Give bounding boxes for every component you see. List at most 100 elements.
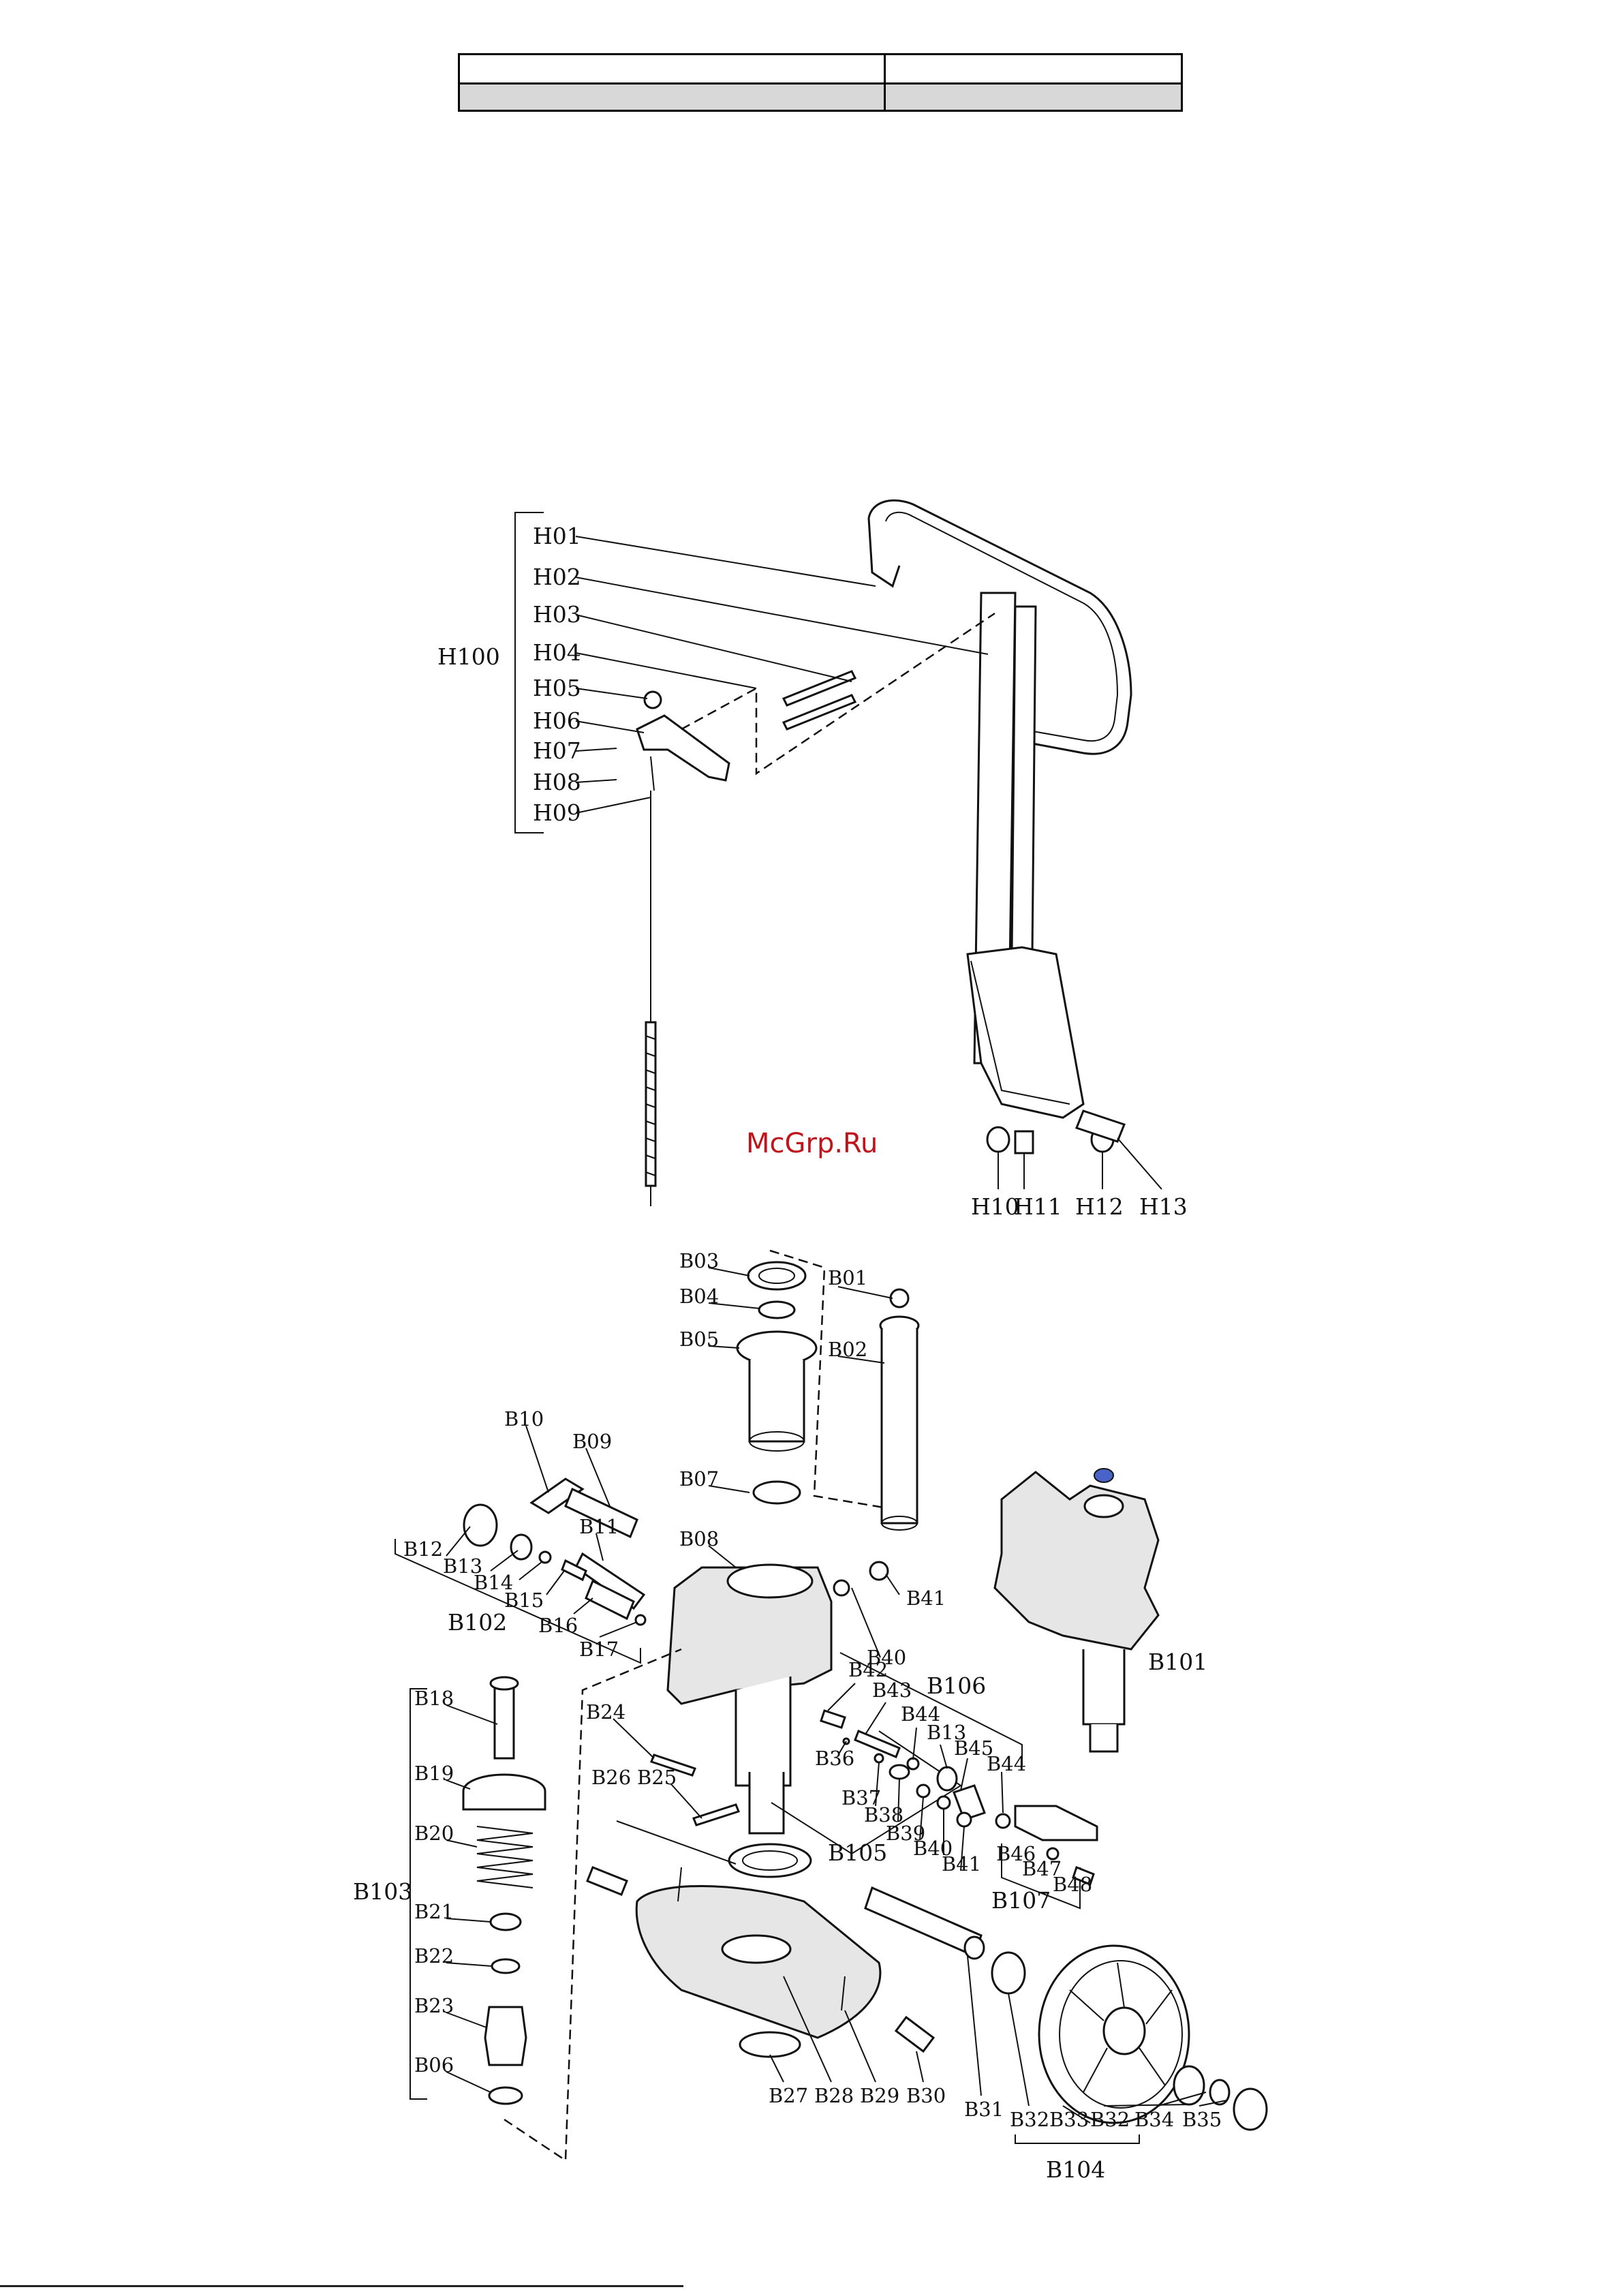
- b37-ball: [874, 1753, 884, 1764]
- pump-assembly: B03 B04 B05 B07 B08 B01 B02 B10 B09 B11 …: [353, 1249, 1268, 2183]
- b20-spring: [476, 1826, 534, 1888]
- b07-ring: [752, 1480, 801, 1505]
- b30-pin: [894, 2015, 936, 2053]
- label-b38: B38: [864, 1803, 903, 1826]
- handle-left-end: [867, 517, 901, 588]
- label-h02: H02: [533, 564, 581, 590]
- b48-screw: [1072, 1866, 1095, 1886]
- label-b35: B35: [1182, 2108, 1222, 2131]
- h100-bracket: [514, 512, 544, 833]
- label-b03: B03: [679, 1249, 719, 1272]
- b17-ball: [634, 1614, 647, 1626]
- b-leader-lines: [446, 1267, 1227, 2124]
- label-b42: B42: [848, 1658, 888, 1681]
- h11-pin: [1014, 1130, 1034, 1154]
- label-h10: H10: [971, 1193, 1019, 1220]
- label-b20: B20: [414, 1822, 454, 1845]
- b33-wheel-rim: [1059, 1960, 1183, 2109]
- b34-circlip: [1209, 2079, 1231, 2106]
- b44-ring-b: [995, 1813, 1011, 1829]
- h02-leader: [575, 577, 989, 655]
- b101-top-cap: [1094, 1468, 1114, 1483]
- label-b08: B08: [679, 1527, 719, 1550]
- label-b17: B17: [579, 1638, 619, 1661]
- b33-wheel-hub: [1102, 2006, 1146, 2055]
- label-b05: B05: [679, 1328, 719, 1351]
- label-b44a: B44: [901, 1702, 940, 1726]
- label-b22: B22: [414, 1944, 454, 1968]
- b101-pump: [993, 1471, 1160, 1651]
- label-b32b: B32: [1090, 2108, 1130, 2131]
- h07-leader: [575, 748, 617, 752]
- b08-stem: [735, 1677, 792, 1787]
- b06-seal: [488, 2086, 523, 2105]
- label-b31: B31: [964, 2098, 1004, 2121]
- label-h06: H06: [533, 707, 581, 734]
- b31-axle-end: [963, 1935, 985, 1960]
- b104-bracket: [1015, 2134, 1140, 2144]
- b38-spring: [888, 1764, 910, 1780]
- h01-leader: [575, 536, 876, 587]
- footer-rule: [0, 2285, 683, 2287]
- b22-ring: [491, 1958, 521, 1974]
- label-h05: H05: [533, 675, 581, 701]
- h03-leader: [575, 614, 852, 682]
- h08-leader: [575, 779, 617, 783]
- b28-spring-pin: [677, 1867, 682, 1902]
- b26-bearing-inner: [742, 1850, 798, 1871]
- label-h03: H03: [533, 601, 581, 628]
- label-b29: B29: [860, 2084, 899, 2107]
- label-b44b: B44: [987, 1752, 1026, 1775]
- b107-bracket: [1001, 1843, 1081, 1910]
- label-b11: B11: [579, 1515, 619, 1538]
- b46-lever: [1014, 1805, 1098, 1841]
- label-b48: B48: [1053, 1873, 1092, 1896]
- b01-cap: [889, 1288, 910, 1308]
- label-b07: B07: [679, 1467, 719, 1490]
- b35-cap: [1233, 2087, 1268, 2131]
- header-table: [458, 53, 1183, 112]
- label-b103: B103: [353, 1878, 412, 1905]
- label-b01: B01: [828, 1266, 867, 1289]
- h08-link: [650, 756, 655, 791]
- label-b45: B45: [954, 1736, 993, 1760]
- label-h01: H01: [533, 523, 581, 549]
- h100-label: H100: [437, 643, 500, 670]
- label-h09: H09: [533, 799, 581, 826]
- b12-plug: [463, 1503, 498, 1547]
- b103-bracket: [409, 1688, 427, 2100]
- label-b25: B25: [637, 1766, 677, 1789]
- label-b104: B104: [1046, 2156, 1105, 2183]
- label-b39: B39: [886, 1822, 925, 1845]
- b41-screw-top: [869, 1561, 889, 1581]
- label-b47: B47: [1022, 1857, 1062, 1880]
- label-b102: B102: [448, 1609, 507, 1636]
- b28-bore: [721, 1934, 792, 1964]
- handle-shaft-side: [1010, 605, 1037, 955]
- b08-bore: [726, 1563, 814, 1599]
- b32-bearing-left: [991, 1951, 1026, 1995]
- label-b36: B36: [815, 1747, 854, 1770]
- label-h13: H13: [1139, 1193, 1188, 1220]
- b27-circlip: [739, 2031, 801, 2058]
- b02-rod: [880, 1329, 918, 1525]
- label-h07: H07: [533, 737, 581, 764]
- label-b32a: B32: [1010, 2108, 1049, 2131]
- h09-leader: [575, 797, 651, 814]
- b23-nut: [484, 2006, 527, 2066]
- b43-pin: [854, 1730, 901, 1758]
- label-h12: H12: [1075, 1193, 1124, 1220]
- b29-pin: [841, 1976, 846, 2011]
- label-b107: B107: [991, 1887, 1051, 1914]
- h06-leader: [575, 720, 645, 733]
- b05-top: [736, 1330, 818, 1366]
- b28-pin-left: [586, 1866, 628, 1896]
- b42-spring: [820, 1709, 846, 1729]
- label-h08: H08: [533, 769, 581, 795]
- label-b18: B18: [414, 1687, 454, 1710]
- label-b40a: B40: [867, 1646, 906, 1669]
- b21-ring: [489, 1912, 522, 1931]
- b40-nut: [936, 1795, 951, 1810]
- label-b30: B30: [906, 2084, 946, 2107]
